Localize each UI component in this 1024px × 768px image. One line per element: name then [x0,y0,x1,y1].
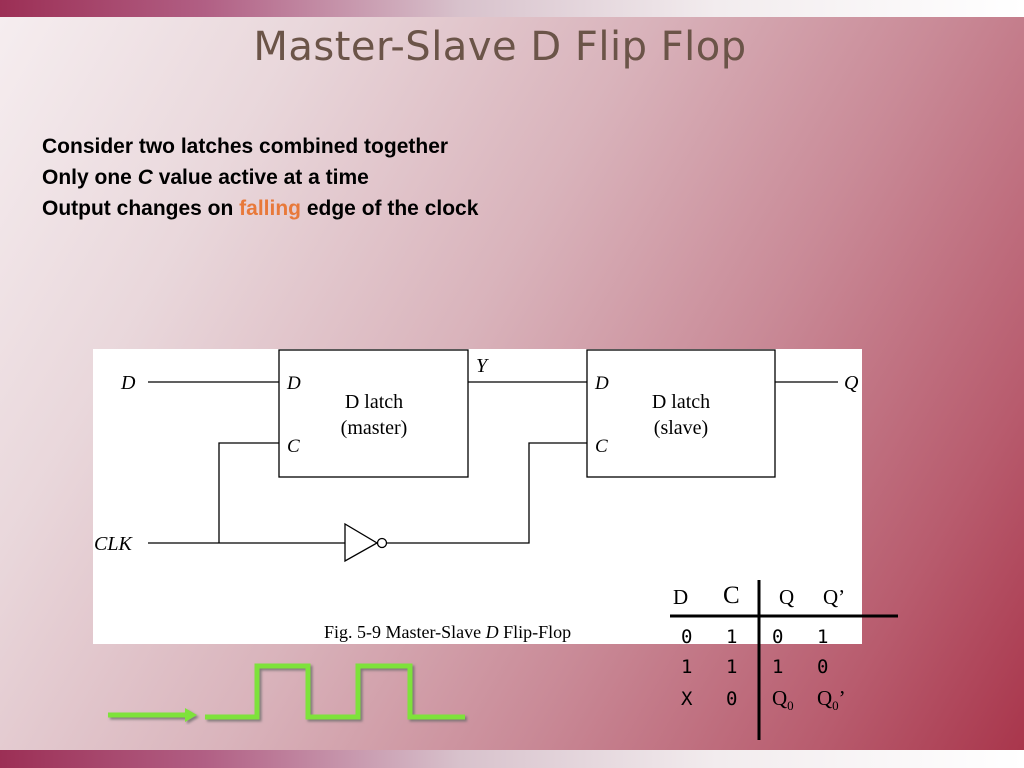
slave-clock-wire [387,442,587,544]
bullet-3-post: edge of the clock [301,197,479,220]
row-1-q: 0 [772,626,783,648]
clock-waveform-icon [105,660,475,725]
row-3-qn-prime: ’ [839,686,846,710]
bottom-band [0,750,1024,768]
row-3-c: 0 [726,688,737,710]
row-3-qn: Q0’ [817,686,846,713]
master-d-pin: D [286,373,301,394]
slave-latch-role: (slave) [654,417,708,439]
master-latch-box [278,349,469,478]
figure-caption: Fig. 5-9 Master-Slave D Flip-Flop [324,622,571,642]
clk-label: CLK [94,533,133,555]
caption-pre: Fig. 5-9 Master-Slave [324,622,486,642]
bullet-2-pre: Only one [42,166,138,189]
row-2-d: 1 [681,656,692,678]
master-c-pin: C [287,436,300,457]
diagram-svg: D CLK Q Y D C D latch (master) D C D lat… [94,349,859,642]
row-1-d: 0 [681,626,692,648]
inverter-gate [344,522,379,563]
caption-post: Flip-Flop [499,622,572,642]
flip-flop-diagram: D CLK Q Y D C D latch (master) D C D lat… [93,349,862,644]
row-3-q: Q0 [772,686,794,713]
row-3-q-main: Q [772,686,787,710]
bullet-3-pre: Output changes on [42,197,240,220]
bullet-1: Consider two latches combined together [42,131,478,162]
clock-waveform-svg [108,663,465,722]
bullet-3-highlight: falling [239,197,302,220]
top-band [0,0,1024,17]
q-output-label: Q [844,372,859,394]
slave-c-pin: C [595,436,608,457]
inverter-bubble [376,537,388,549]
bullet-2-var: C [137,166,153,189]
bullet-2-post: value active at a time [152,166,369,189]
truth-table: D C Q Q’ 0 1 0 1 1 1 1 0 X 0 Q0 Q0’ [660,578,910,743]
arrow-head [185,708,197,722]
square-wave [205,663,465,720]
bullet-3: Output changes on falling edge of the cl… [42,193,478,224]
bullet-1-text: Consider two latches combined together [42,135,449,158]
caption-var: D [485,622,499,642]
bullet-2: Only one C value active at a time [42,162,478,193]
header-d: D [673,585,688,609]
master-latch-name: D latch [345,391,403,413]
slave-d-pin: D [594,373,609,394]
header-q: Q [779,585,794,609]
header-qn: Q’ [823,585,845,609]
header-c: C [723,582,740,609]
y-label: Y [476,355,489,377]
row-3-d: X [681,688,693,710]
slave-latch-box [586,349,776,478]
row-3-qn-sub: 0 [832,698,839,713]
row-1-c: 1 [726,626,737,648]
master-clock-wire [218,442,279,543]
truth-table-svg: D C Q Q’ 0 1 0 1 1 1 1 0 X 0 Q0 Q0’ [670,580,898,740]
master-latch-role: (master) [341,417,408,439]
row-3-q-sub: 0 [787,698,794,713]
row-2-q: 1 [772,656,783,678]
bullet-list: Consider two latches combined together O… [42,131,478,224]
slave-latch-name: D latch [652,391,710,413]
row-3-qn-main: Q [817,686,832,710]
row-2-qn: 0 [817,656,828,678]
row-1-qn: 1 [817,626,828,648]
slide-title: Master-Slave D Flip Flop [253,24,747,70]
d-input-label: D [120,372,136,394]
row-2-c: 1 [726,656,737,678]
